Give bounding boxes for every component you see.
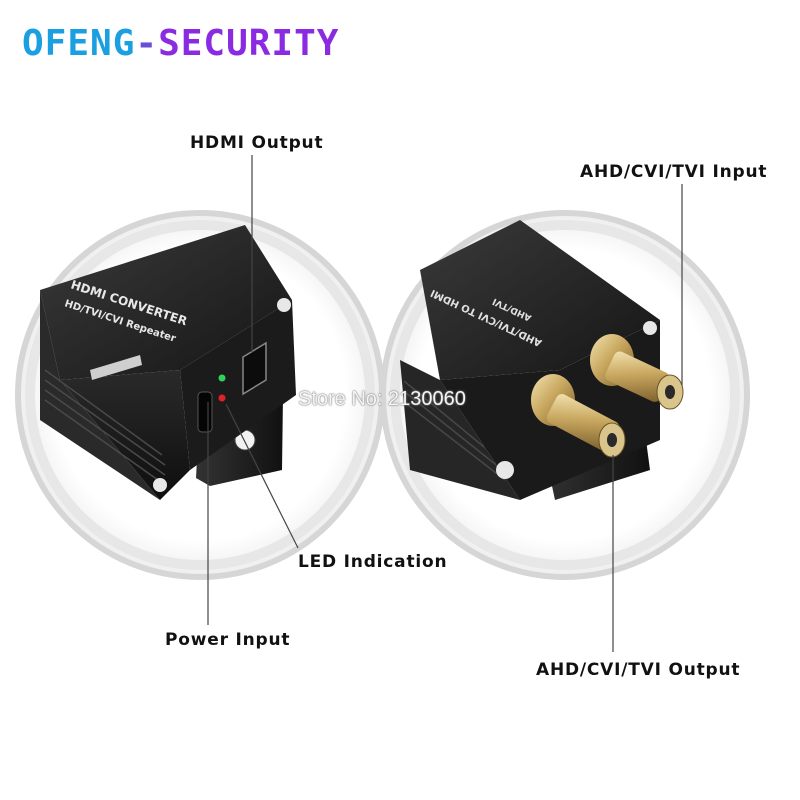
power-input-label: Power Input: [165, 630, 291, 650]
hdmi-output-label: HDMI Output: [190, 133, 324, 153]
bnc-output-connector: [531, 374, 626, 458]
brand-dash: -: [135, 23, 159, 64]
ahd-input-label: AHD/CVI/TVI Input: [580, 162, 768, 182]
led-indication-label: LED Indication: [298, 552, 448, 572]
right-device: [400, 220, 684, 500]
bnc-input-connector: [590, 334, 684, 410]
store-watermark: Store No: 2130060: [298, 388, 466, 410]
brand-logo: OFENG-SECURITY: [22, 22, 339, 66]
callout-lines: [207, 155, 683, 652]
brand-part-security: SECURITY: [158, 23, 340, 64]
brand-part-ofeng: OFENG: [22, 23, 136, 64]
ahd-output-label: AHD/CVI/TVI Output: [536, 660, 741, 680]
left-device: [40, 225, 296, 500]
